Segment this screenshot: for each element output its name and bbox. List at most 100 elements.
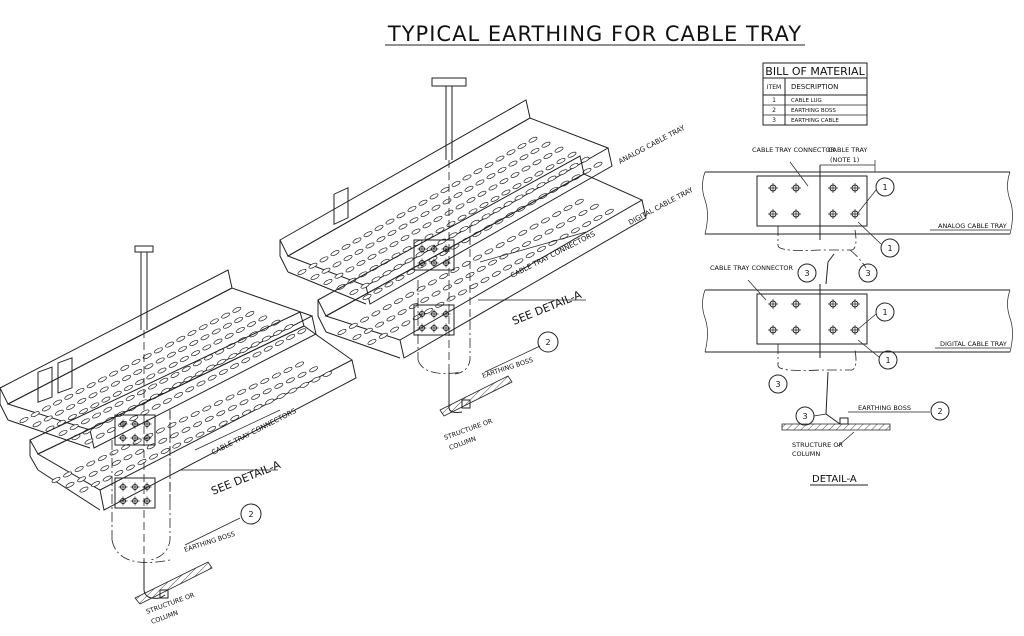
tray-slot <box>429 193 439 200</box>
bolt-cross <box>118 433 128 443</box>
tray-slot <box>168 361 178 368</box>
tray-slot <box>446 295 456 302</box>
callout-number: 3 <box>802 412 807 421</box>
tray-slot <box>398 223 408 230</box>
callout-bubble-1: 1 <box>856 177 895 215</box>
tray-slot <box>174 392 184 399</box>
tray-slot <box>58 429 68 436</box>
tray-slot <box>360 282 370 289</box>
tray-slot <box>514 258 524 265</box>
tray-slot <box>523 176 533 183</box>
tray-slot <box>112 390 122 397</box>
tray-slot <box>380 258 390 265</box>
tray-slot <box>121 444 131 450</box>
tray-slot <box>582 168 592 174</box>
tray-slot <box>241 357 251 364</box>
tray-slot <box>310 274 320 280</box>
tray-slot <box>397 309 407 316</box>
tray-slot <box>88 470 98 477</box>
tray-slot <box>251 393 261 400</box>
detail-analog-label: ANALOG CABLE TRAY <box>938 222 1007 230</box>
tray-slot <box>181 366 191 373</box>
bolt-cross <box>850 183 860 193</box>
tray-slot <box>202 344 212 351</box>
tray-slot <box>102 475 112 482</box>
tray-slot <box>544 228 554 235</box>
tray-slot <box>385 218 395 225</box>
bom-col-description: DESCRIPTION <box>791 83 838 91</box>
tray-slot <box>578 210 588 216</box>
tray-slot <box>488 259 498 266</box>
tray-slot <box>321 267 331 274</box>
bolt-cross <box>850 325 860 335</box>
tray-slot <box>363 231 373 238</box>
tray-slot <box>109 449 119 456</box>
tray-slot <box>448 232 458 239</box>
tray-slot <box>459 226 469 232</box>
bom-header: BILL OF MATERIAL <box>765 65 865 78</box>
tray-slot <box>411 228 421 235</box>
tray-slot <box>142 353 152 360</box>
callout-bubble-3: 3 <box>797 263 817 283</box>
tray-slot <box>396 212 406 219</box>
callout-bubble-3: 3 <box>768 374 788 394</box>
tray-slot <box>570 227 580 234</box>
bolt-cross <box>417 309 427 319</box>
tray-slot <box>358 271 368 278</box>
tray-slot <box>165 341 175 348</box>
bolt-cross <box>118 419 128 429</box>
tray-slot <box>103 406 113 413</box>
tray-slot <box>271 372 281 379</box>
tray-slot <box>221 312 231 319</box>
tray-slot <box>532 159 542 166</box>
bom-row-item: 3 <box>772 117 776 124</box>
tray-slot <box>77 476 87 483</box>
left-cable-tray-connectors-label: CABLE TRAY CONNECTORS <box>210 407 298 457</box>
tray-slot <box>462 174 472 181</box>
tray-slot <box>205 364 215 371</box>
tray-slot <box>125 395 135 402</box>
bolt-cross <box>850 299 860 309</box>
tray-slot <box>508 160 518 167</box>
tray-slot <box>146 373 156 380</box>
tray-slot <box>332 261 342 268</box>
tray-slot <box>384 281 394 288</box>
tray-slot <box>196 380 206 387</box>
tray-slot <box>442 284 452 291</box>
tray-slot <box>495 242 505 249</box>
tray-slot <box>309 366 319 373</box>
tray-slot <box>263 345 273 352</box>
bolt-cross <box>429 323 439 333</box>
tray-slot <box>540 217 550 224</box>
tray-slot <box>213 400 223 406</box>
tray-slot <box>110 380 120 387</box>
tray-slot <box>554 146 564 153</box>
callout-number: 1 <box>882 183 887 192</box>
tray-slot <box>356 260 366 267</box>
tray-slot <box>457 289 467 296</box>
tray-slot <box>207 426 217 433</box>
tray-slot <box>470 219 480 226</box>
callout-number: 1 <box>887 244 892 253</box>
tray-slot <box>261 335 271 342</box>
tray-slot <box>473 168 483 175</box>
leader-line <box>747 279 767 301</box>
tray-slot <box>97 376 107 383</box>
tray-slot <box>484 248 494 255</box>
tray-slot <box>260 378 270 384</box>
tray-slot <box>387 229 397 236</box>
tray-slot <box>323 371 333 378</box>
callout-bubble-3: 3 <box>858 263 878 283</box>
bolt-cross <box>768 183 778 193</box>
tray-slot <box>349 289 359 295</box>
left-tray-assembly <box>0 245 357 605</box>
tray-slot <box>455 203 465 210</box>
tray-slot <box>491 270 501 277</box>
bolt-cross <box>417 244 427 254</box>
tray-slot <box>468 208 478 215</box>
tray-slot <box>519 154 529 161</box>
tray-slot <box>226 342 236 349</box>
tray-slot <box>67 414 77 420</box>
tray-slot <box>514 194 524 201</box>
tray-slot <box>155 427 165 434</box>
